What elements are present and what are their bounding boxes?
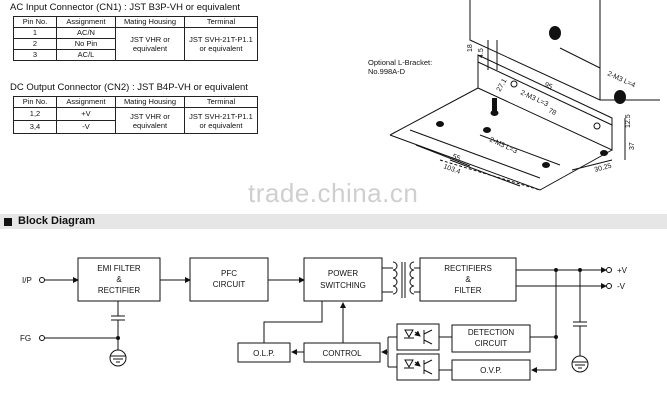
housing-cell: JST VHR or equivalent xyxy=(115,27,185,61)
emi-label-line2: & xyxy=(116,275,122,284)
assignment-cell: No Pin xyxy=(56,38,116,50)
dim-m3-l3-b: 2-M3 L=3 xyxy=(488,136,518,155)
photocoupler-icon xyxy=(404,329,433,375)
header-terminal: Terminal xyxy=(184,96,258,108)
table-header-row: Pin No. Assignment Mating Housing Termin… xyxy=(13,16,258,28)
fg-terminal-icon xyxy=(39,335,45,341)
dim-4-5: 4.5 xyxy=(478,48,485,58)
pin-cell: 3,4 xyxy=(13,120,57,134)
pin-cell: 3 xyxy=(13,49,57,61)
pfc-label-line1: PFC xyxy=(221,269,237,278)
header-pin: Pin No. xyxy=(13,16,57,28)
pin-cell: 1,2 xyxy=(13,107,57,121)
assignment-cell: -V xyxy=(56,120,116,134)
fg-label: FG xyxy=(20,334,31,343)
control-label: CONTROL xyxy=(322,349,362,358)
bracket-screws xyxy=(436,26,626,168)
housing-cell: JST VHR or equivalent xyxy=(115,107,185,134)
dc-output-title: DC Output Connector (CN2) : JST B4P-VH o… xyxy=(10,82,248,93)
pin-cell: 1 xyxy=(13,27,57,39)
bracket-label-line2: No.998A-D xyxy=(368,67,406,76)
terminal-cell: JST SVH-21T-P1.1 or equivalent xyxy=(184,107,258,134)
wires xyxy=(39,261,612,373)
block-diagram-header-bar xyxy=(0,214,667,229)
dim-78: 78 xyxy=(547,107,557,117)
rect-label-line1: RECTIFIERS xyxy=(444,264,492,273)
header-housing: Mating Housing xyxy=(115,96,185,108)
olp-label: O.L.P. xyxy=(253,349,275,358)
photocoupler-top xyxy=(396,323,440,351)
ac-input-title: AC Input Connector (CN1) : JST B3P-VH or… xyxy=(10,2,241,13)
rect-label-line3: FILTER xyxy=(455,286,482,295)
bracket-outline xyxy=(389,0,660,191)
dim-12-5: 12.5 xyxy=(625,114,632,128)
block-boxes xyxy=(77,257,531,381)
plus-v-label: +V xyxy=(617,266,628,275)
dim-95: 95 xyxy=(543,81,553,91)
assignment-cell: AC/L xyxy=(56,49,116,61)
photocoupler-bottom xyxy=(396,353,440,381)
table-row: 3 AC/L xyxy=(13,49,258,61)
table-row: 1 AC/N JST VHR or equivalent JST SVH-21T… xyxy=(13,27,258,61)
table-header-row: Pin No. Assignment Mating Housing Termin… xyxy=(13,96,258,108)
power-switching-block xyxy=(303,257,383,302)
dim-27-1: 27.1 xyxy=(496,78,509,93)
dim-103-4: 103.4 xyxy=(442,163,461,176)
ground-icon xyxy=(109,349,589,373)
table-row: 1,2 +V JST VHR or equivalent JST SVH-21T… xyxy=(13,107,258,134)
rectifiers-filter-block xyxy=(419,257,517,302)
bracket-drawing: 18 4.5 95 2-M3 L=4 2-M3 L=3 78 2-M3 L=3 … xyxy=(389,0,660,191)
dim-55: 55 xyxy=(451,153,461,162)
detection-circuit-block xyxy=(451,324,531,353)
bracket-label-line1: Optional L-Bracket: xyxy=(368,58,433,67)
header-assignment: Assignment xyxy=(56,16,116,28)
rect-label-line2: & xyxy=(465,275,471,284)
ip-terminal-icon xyxy=(39,277,45,283)
block-diagram: I/P FG +V -V EMI FILTER & RECTIFIER PFC … xyxy=(20,257,628,381)
watermark-text: trade.china.cn xyxy=(248,178,419,208)
bracket-dimensions: 18 4.5 95 2-M3 L=4 2-M3 L=3 78 2-M3 L=3 … xyxy=(442,44,636,176)
dim-18: 18 xyxy=(467,44,474,52)
plus-v-terminal-icon xyxy=(606,267,612,273)
dim-30-25: 30.25 xyxy=(594,163,613,174)
block-labels: I/P FG +V -V EMI FILTER & RECTIFIER PFC … xyxy=(20,264,628,375)
assignment-cell: AC/N xyxy=(56,27,116,39)
header-housing: Mating Housing xyxy=(115,16,185,28)
ac-input-table: Pin No. Assignment Mating Housing Termin… xyxy=(13,16,258,61)
pin-cell: 2 xyxy=(13,38,57,50)
terminal-cell: JST SVH-21T-P1.1 or equivalent xyxy=(184,27,258,61)
header-assignment: Assignment xyxy=(56,96,116,108)
power-label-line1: POWER xyxy=(328,269,358,278)
pfc-label-line2: CIRCUIT xyxy=(213,280,246,289)
dim-m3-l3-a: 2-M3 L=3 xyxy=(519,89,549,108)
section-bullet-icon xyxy=(4,218,12,226)
dc-output-table: Pin No. Assignment Mating Housing Termin… xyxy=(13,96,258,134)
table-row: 3,4 -V xyxy=(13,120,258,134)
header-pin: Pin No. xyxy=(13,96,57,108)
detection-label-line2: CIRCUIT xyxy=(475,339,508,348)
emi-label-line1: EMI FILTER xyxy=(97,264,141,273)
ip-label: I/P xyxy=(22,276,32,285)
ovp-label: O.V.P. xyxy=(480,366,502,375)
header-terminal: Terminal xyxy=(184,16,258,28)
detection-label-line1: DETECTION xyxy=(468,328,514,337)
assignment-cell: +V xyxy=(56,107,116,121)
dim-37: 37 xyxy=(629,142,636,150)
junction-dots xyxy=(116,268,582,340)
emi-label-line3: RECTIFIER xyxy=(98,286,140,295)
minus-v-terminal-icon xyxy=(606,283,612,289)
power-label-line2: SWITCHING xyxy=(320,281,366,290)
block-diagram-title: Block Diagram xyxy=(18,215,96,227)
dim-m3-l4: 2-M3 L=4 xyxy=(606,70,636,89)
minus-v-label: -V xyxy=(617,282,626,291)
